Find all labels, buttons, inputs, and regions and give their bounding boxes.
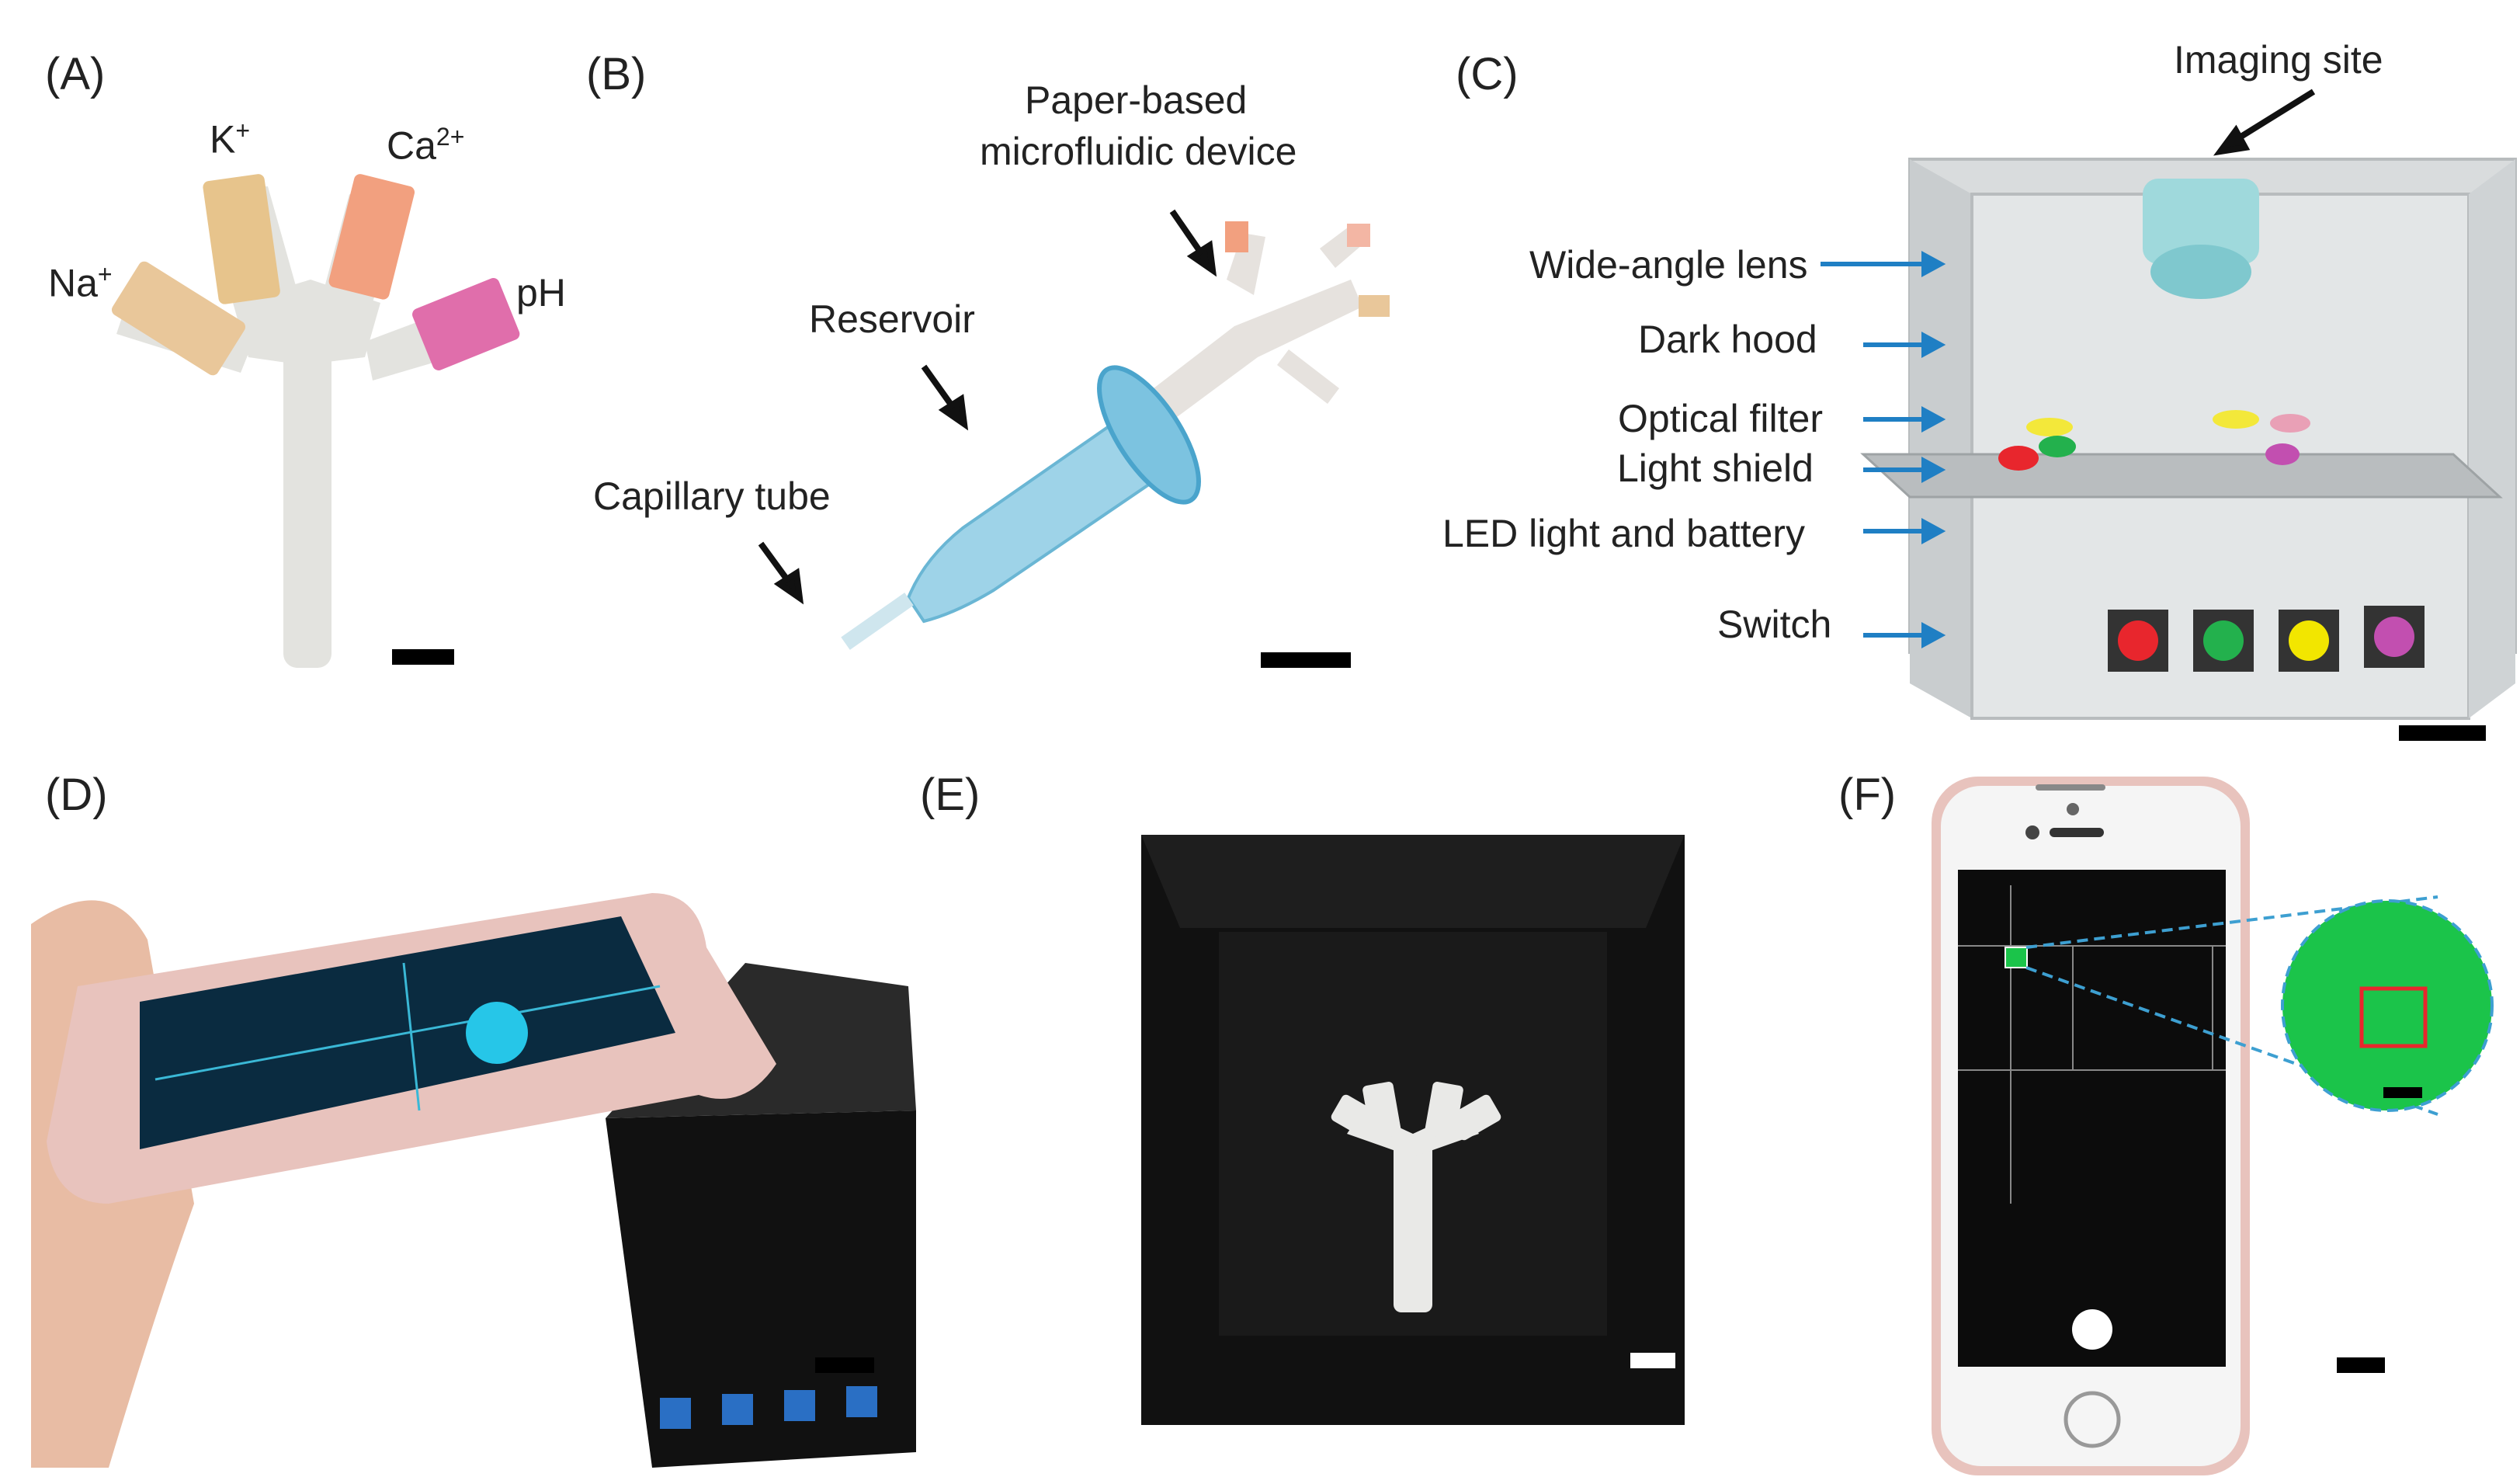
k-ion-charge: + bbox=[235, 116, 251, 144]
panel-a: (A) K+ Ca2+ Na+ pH bbox=[0, 0, 574, 722]
label-switch: Switch bbox=[1717, 603, 1832, 646]
panel-label-a: (A) bbox=[45, 49, 106, 99]
smartphone-on-hood-photo bbox=[31, 893, 916, 1468]
scale-bar-c bbox=[2399, 725, 2486, 741]
k-ion-text: K bbox=[210, 117, 236, 162]
scale-bar-e bbox=[1630, 1353, 1675, 1368]
y-shaped-paper-device-image bbox=[111, 174, 520, 668]
panel-c: (C) Imaging site Wide-angle lens Dark ho… bbox=[1428, 0, 2520, 769]
label-optical-filter: Optical filter bbox=[1618, 397, 1823, 440]
scale-bar-d bbox=[815, 1357, 874, 1373]
scale-bar-a bbox=[392, 649, 454, 665]
label-capillary-tube: Capillary tube bbox=[593, 474, 831, 518]
label-ca-ion: Ca2+ bbox=[387, 123, 464, 169]
ca-ion-text: Ca bbox=[387, 123, 436, 168]
reservoir-device-image bbox=[758, 209, 1390, 650]
label-wide-angle-lens: Wide-angle lens bbox=[1529, 243, 1808, 287]
label-dark-hood: Dark hood bbox=[1638, 318, 1817, 361]
na-ion-charge: + bbox=[97, 260, 113, 288]
label-ph: pH bbox=[516, 271, 566, 315]
panel-f: (F) bbox=[1685, 769, 2520, 1484]
na-ion-text: Na bbox=[48, 261, 98, 305]
scale-bar-f bbox=[2337, 1357, 2385, 1373]
label-device-line2: microfluidic device bbox=[980, 130, 1297, 173]
panel-b: (B) Paper-based microfluidic device Rese… bbox=[574, 0, 1428, 722]
panel-e: (E) bbox=[908, 769, 1685, 1484]
label-na-ion: Na+ bbox=[48, 260, 113, 306]
panel-label-c: (C) bbox=[1456, 49, 1519, 99]
panel-label-b: (B) bbox=[586, 49, 647, 99]
dark-hood-interior-photo bbox=[1141, 835, 1685, 1425]
panel-d: (D) bbox=[0, 769, 916, 1484]
label-led-battery: LED light and battery bbox=[1442, 512, 1805, 555]
ca-ion-charge: 2+ bbox=[436, 123, 465, 151]
panel-label-e: (E) bbox=[920, 770, 981, 820]
label-imaging-site: Imaging site bbox=[2174, 38, 2383, 82]
label-reservoir: Reservoir bbox=[809, 297, 975, 341]
label-k-ion: K+ bbox=[210, 116, 250, 162]
label-light-shield: Light shield bbox=[1617, 447, 1814, 490]
smartphone-camera-view bbox=[1932, 777, 2494, 1475]
panel-label-d: (D) bbox=[45, 770, 108, 820]
scale-bar-b bbox=[1261, 652, 1351, 668]
label-device-line1: Paper-based bbox=[1025, 78, 1248, 122]
dark-hood-schematic bbox=[1821, 89, 2517, 720]
panel-label-f: (F) bbox=[1838, 770, 1897, 820]
